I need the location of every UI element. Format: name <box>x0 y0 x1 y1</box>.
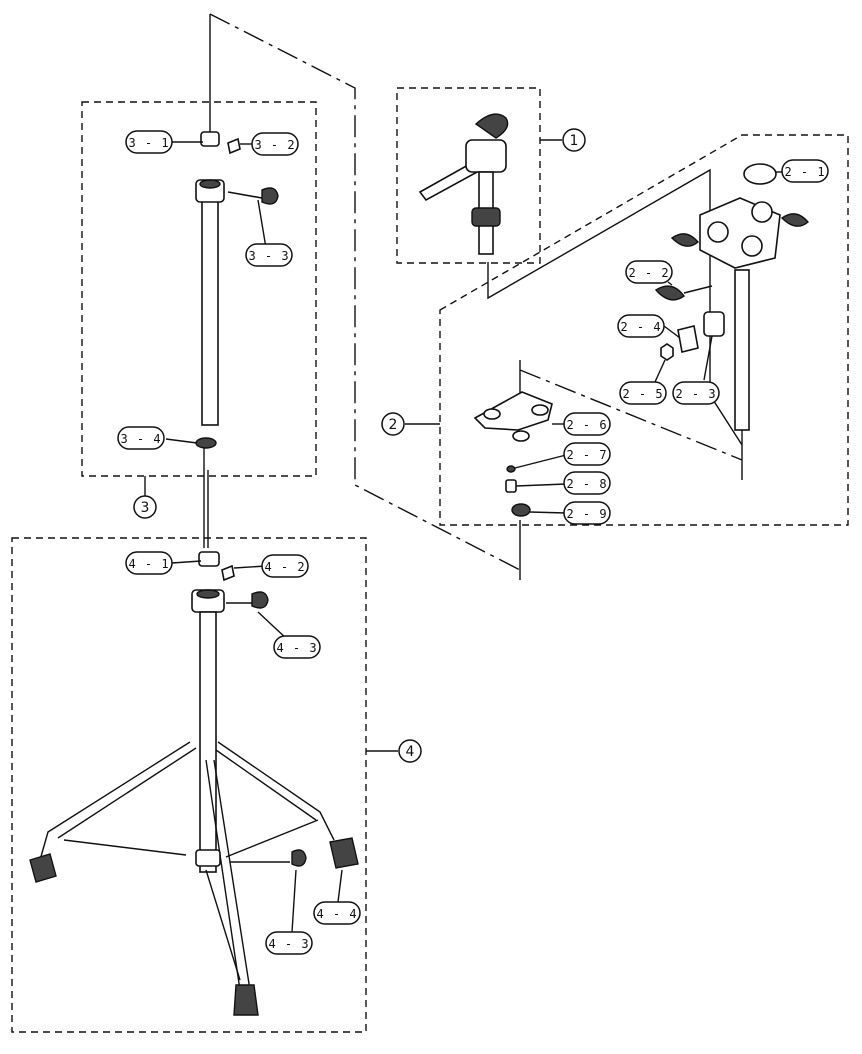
group-box-1 <box>396 87 541 264</box>
group-box-2 <box>439 134 849 526</box>
callout-text: 2 - 3 <box>675 387 716 401</box>
callout-text: 4 - 3 <box>276 641 317 655</box>
mount-plate-assembly <box>473 163 809 517</box>
callout-2-5: 2 - 5 <box>619 381 667 405</box>
assembly-guide-lines <box>203 13 743 580</box>
callout-text: 2 - 6 <box>566 418 607 432</box>
tripod-base-assembly <box>29 551 359 1016</box>
group-number-text: 3 <box>141 500 150 516</box>
group-number-text: 1 <box>570 133 579 149</box>
group-box-4 <box>11 537 367 1033</box>
group-number-text: 4 <box>406 744 415 760</box>
callout-2-3: 2 - 3 <box>672 381 720 405</box>
callout-3-3: 3 - 3 <box>245 243 293 267</box>
callout-text: 2 - 9 <box>566 507 607 521</box>
callout-text: 2 - 5 <box>622 387 663 401</box>
callout-text: 3 - 2 <box>254 138 295 152</box>
callout-text: 3 - 3 <box>248 249 289 263</box>
callout-2-4: 2 - 4 <box>617 314 665 338</box>
holder-clamp-assembly <box>418 113 509 255</box>
callout-text: 2 - 1 <box>784 165 825 179</box>
callout-4-3-lower: 4 - 3 <box>265 931 313 955</box>
callout-3-2: 3 - 2 <box>251 132 299 156</box>
callout-text: 3 - 4 <box>120 432 161 446</box>
callout-text: 4 - 2 <box>264 560 305 574</box>
group-number-text: 2 <box>389 417 398 433</box>
group-box-3 <box>81 101 317 477</box>
callout-text: 2 - 4 <box>620 320 661 334</box>
callout-text: 4 - 4 <box>316 907 357 921</box>
callout-text: 2 - 7 <box>566 448 607 462</box>
callout-4-4: 4 - 4 <box>313 901 361 925</box>
callout-2-8: 2 - 8 <box>563 471 611 495</box>
callout-2-6: 2 - 6 <box>563 412 611 436</box>
group-number-2: 2 <box>381 412 405 436</box>
callout-3-1: 3 - 1 <box>125 130 173 154</box>
callout-text: 2 - 8 <box>566 477 607 491</box>
callout-2-2: 2 - 2 <box>625 260 673 284</box>
upper-tube-assembly <box>195 131 279 449</box>
group-number-1: 1 <box>562 128 586 152</box>
callout-4-2: 4 - 2 <box>261 554 309 578</box>
callout-2-9: 2 - 9 <box>563 501 611 525</box>
callout-4-3-upper: 4 - 3 <box>273 635 321 659</box>
callout-4-1: 4 - 1 <box>125 551 173 575</box>
callout-text: 4 - 1 <box>128 557 169 571</box>
group-number-4: 4 <box>398 739 422 763</box>
callout-text: 4 - 3 <box>268 937 309 951</box>
callout-2-1: 2 - 1 <box>781 159 829 183</box>
callout-text: 2 - 2 <box>628 266 669 280</box>
group-number-3: 3 <box>133 495 157 519</box>
callout-text: 3 - 1 <box>128 136 169 150</box>
callout-2-7: 2 - 7 <box>563 442 611 466</box>
leader-lines <box>144 139 784 933</box>
callout-3-4: 3 - 4 <box>117 426 165 450</box>
